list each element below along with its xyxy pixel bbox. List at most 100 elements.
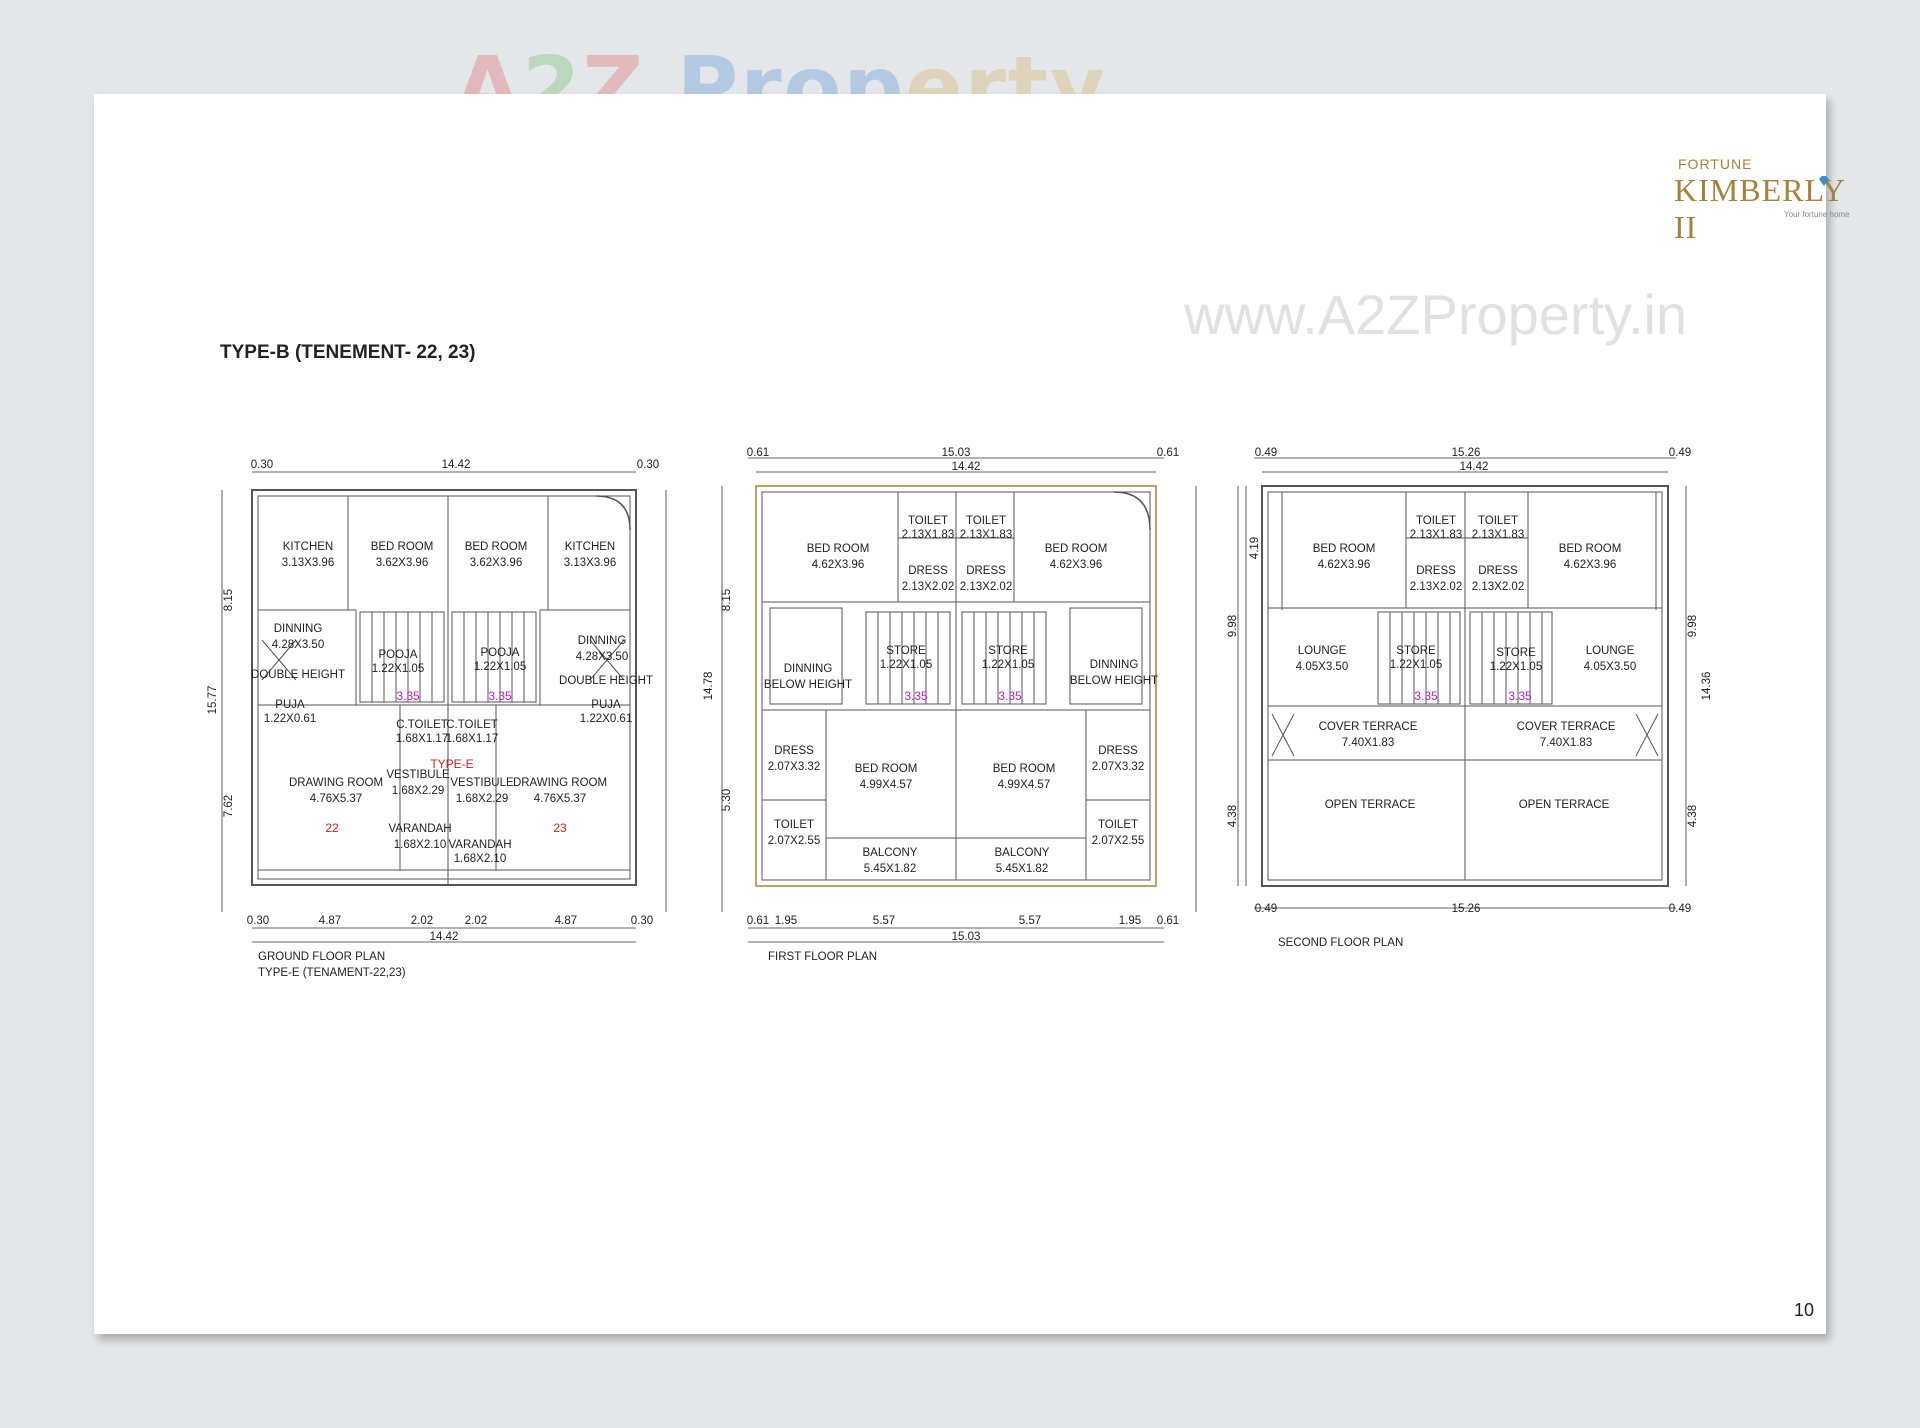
room-size: 5.45X1.82 [996,863,1048,875]
room-size: 1.22X1.05 [474,661,526,673]
room-name: PUJA [591,699,621,711]
room-size: 1.22X1.05 [372,663,424,675]
fortune-kimberly-logo: FORTUNE KIMBERLY II Your fortune home [1674,156,1874,245]
room-size: 4.62X3.96 [1318,559,1370,571]
ground-top-dim: 14.42 [442,459,471,471]
room-size: 4.05X3.50 [1296,661,1348,673]
second-top-dim: 0.49 [1255,447,1277,459]
ground-bottom-dim: 0.30 [247,915,269,927]
room-size: 1.22X1.05 [1490,661,1542,673]
room-name: C.TOILET [446,719,498,731]
ground-bottom-dim: 2.02 [465,915,487,927]
first-bottom-dim: 1.95 [1119,915,1141,927]
room-name: BED ROOM [1313,543,1376,555]
room-size: 2.07X3.32 [768,761,820,773]
room-size: 2.13X2.02 [960,581,1012,593]
first-bottom-dim: 0.61 [1157,915,1179,927]
room-size: 2.13X1.83 [902,529,954,541]
ground-top-dim: 0.30 [637,459,659,471]
room-size: 1.22X1.05 [1390,659,1442,671]
room-size: 1.22X1.05 [880,659,932,671]
first-bottom-total: 15.03 [952,931,981,943]
room-name: DINNING [274,623,323,635]
room-size: 3.13X3.96 [282,557,334,569]
room-name: TOILET [1416,515,1456,527]
room-name: VARANDAH [388,823,451,835]
ground-left-dim: 15.77 [207,686,219,715]
room-size: 4.99X4.57 [860,779,912,791]
room-name: VARANDAH [448,839,511,851]
room-size: 1.68X1.17 [396,733,448,745]
room-size: 7.40X1.83 [1342,737,1394,749]
room-name: TOILET [774,819,814,831]
room-name: VESTIBULE [386,769,450,781]
logo-tagline: Your fortune home [1784,210,1850,219]
room-name: STORE [1496,647,1536,659]
first-top-dim: 15.03 [942,447,971,459]
double-height-label: DOUBLE HEIGHT [559,675,653,687]
logo-brand-big: KIMBERLY II [1674,172,1845,245]
room-size: 4.28X3.50 [576,651,628,663]
room-size: 4.05X3.50 [1584,661,1636,673]
second-top-dim: 0.49 [1669,447,1691,459]
room-name: TOILET [1478,515,1518,527]
room-size: 1.68X2.29 [392,785,444,797]
first-bottom-dim: 0.61 [747,915,769,927]
page-title: TYPE-B (TENEMENT- 22, 23) [220,342,476,363]
ground-floor-stairs [359,611,537,703]
stair-width: 3.35 [998,689,1022,703]
type-e-label: TYPE-E [430,757,473,771]
second-left-dim: 4.19 [1249,537,1261,559]
room-name: KITCHEN [283,541,333,553]
dinning-label: DINNING [784,663,833,675]
dinning-label: DINNING [1090,659,1139,671]
second-floor-caption: SECOND FLOOR PLAN [1278,937,1403,949]
second-left-dim: 9.98 [1227,615,1239,637]
room-size: 3.62X3.96 [376,557,428,569]
room-name: BALCONY [863,847,918,859]
ground-bottom-dim: 2.02 [411,915,433,927]
room-name: BED ROOM [1045,543,1108,555]
first-top-dim: 0.61 [747,447,769,459]
double-height-label: DOUBLE HEIGHT [251,669,345,681]
room-name: DINNING [578,635,627,647]
room-size: 4.62X3.96 [812,559,864,571]
room-size: 3.62X3.96 [470,557,522,569]
ground-top-dim: 0.30 [251,459,273,471]
room-name: C.TOILET [396,719,448,731]
room-size: 2.07X2.55 [768,835,820,847]
room-size: 4.62X3.96 [1050,559,1102,571]
stair-width: 3.35 [396,689,420,703]
room-size: 4.28X3.50 [272,639,324,651]
room-size: 1.68X2.29 [456,793,508,805]
ground-dimension-lines [221,471,667,943]
ground-left-dim: 8.15 [223,589,235,611]
room-name: STORE [886,645,926,657]
room-size: 2.13X1.83 [1472,529,1524,541]
open-terrace-label: OPEN TERRACE [1325,799,1416,811]
room-size: 2.13X2.02 [1472,581,1524,593]
first-top-dim-2: 14.42 [952,461,981,473]
room-name: LOUNGE [1586,645,1635,657]
stair-width: 3.35 [1508,689,1532,703]
room-size: 4.99X4.57 [998,779,1050,791]
second-bottom-dim: 0.49 [1255,903,1277,915]
room-name: LOUNGE [1298,645,1347,657]
unit-number-22: 22 [325,821,339,835]
second-bottom-dim: 15.26 [1452,903,1481,915]
room-name: DRESS [1416,565,1456,577]
room-size: 2.07X3.32 [1092,761,1144,773]
room-name: BED ROOM [371,541,434,553]
ground-floor-caption: GROUND FLOOR PLAN [258,951,385,963]
room-name: TOILET [908,515,948,527]
room-size: 5.45X1.82 [864,863,916,875]
diamond-icon [1819,176,1829,186]
room-name: DRESS [774,745,814,757]
room-name: DRAWING ROOM [289,777,383,789]
room-name: POOJA [481,647,520,659]
room-size: 2.13X1.83 [1410,529,1462,541]
room-name: POOJA [379,649,418,661]
room-size: 2.07X2.55 [1092,835,1144,847]
room-size: 2.13X1.83 [960,529,1012,541]
